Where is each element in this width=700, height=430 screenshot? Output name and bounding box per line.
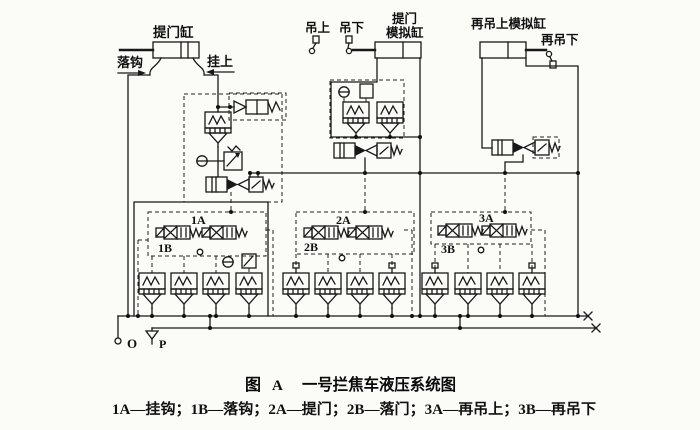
directional-valve-icon (491, 139, 561, 156)
solenoid-valve-3b-icon (437, 223, 484, 238)
hoist-up-label: 吊上 (305, 20, 331, 35)
cartridge-valve-icon (235, 272, 263, 309)
hoist-down-label: 吊下 (339, 21, 365, 35)
hang-up-annotation: 挂上 (206, 54, 235, 75)
drop-hook-annotation: 落钩 (117, 55, 146, 76)
door-lift-sim-label-2: 模拟缸 (386, 25, 424, 40)
rehoist-up-sim-cylinder: 再吊上模拟缸 (471, 16, 579, 317)
pressure-gauge-icon (222, 256, 234, 268)
cartridge-valve-icon (204, 111, 232, 148)
circuit-frame (133, 201, 269, 317)
right-pilot-assembly (491, 136, 561, 212)
valve-group-2: 2A 2B (295, 211, 415, 316)
valve-1b-label: 1B (158, 241, 172, 255)
limit-switch-icon (345, 35, 353, 44)
pilot-block-icon (359, 83, 374, 99)
solenoid-valve-2a-icon (347, 225, 394, 240)
caption-title: 一号拦焦车液压系统图 (302, 375, 456, 394)
valve-1a-label: 1A (191, 213, 206, 227)
vent-port-icon (338, 254, 346, 262)
limit-switch-icon (545, 50, 553, 58)
figure-legend: 1A—挂钩；1B—落钩；2A—提门；2B—落门；3A—再吊上；3B—再吊下 (112, 400, 596, 418)
cartridge-valve-icon (421, 272, 449, 309)
caption-figure-word: 图 (245, 376, 261, 394)
valve-2a-label: 2A (336, 213, 351, 227)
cartridge-valve-icon (518, 272, 546, 309)
cartridge-valve-icon (486, 272, 514, 309)
hang-up-label: 挂上 (207, 54, 233, 69)
port-p-label: P (159, 337, 166, 351)
cartridge-valve-icon (346, 272, 374, 309)
cartridge-valve-icon (138, 272, 166, 309)
port-p-icon (144, 330, 160, 341)
valve-group-3: 3A 3B (430, 211, 546, 316)
pilot-valve-icon (233, 99, 248, 115)
solenoid-valve-3a-icon (481, 223, 528, 238)
middle-pilot-assembly (329, 79, 421, 212)
valve-2b-label: 2B (304, 240, 318, 254)
cartridge-valve-icon (202, 272, 230, 309)
rehoist-up-sim-label: 再吊上模拟缸 (471, 16, 547, 31)
pressure-gauge-icon (338, 86, 350, 98)
directional-valve-icon (205, 176, 275, 193)
rehoist-down-switch: 再吊下 (541, 33, 579, 69)
door-lift-cylinder-label: 提门缸 (153, 24, 194, 40)
cartridge-valve-icon (376, 101, 404, 138)
vent-port-icon (477, 246, 485, 254)
valve-3b-label: 3B (441, 242, 455, 256)
valve-3a-label: 3A (479, 211, 494, 225)
door-lift-sim-label-1: 提门 (392, 11, 417, 26)
solenoid-valve-1b-icon (155, 225, 202, 240)
cartridge-valve-icon (314, 272, 342, 309)
junction-dots (126, 105, 580, 330)
relief-valve-icon (223, 151, 243, 171)
limit-switch-icon (312, 35, 320, 44)
hose-left (127, 57, 162, 317)
vent-port-icon (196, 248, 204, 256)
port-o-icon (114, 337, 122, 345)
cartridge-valve-icon (378, 272, 406, 309)
directional-valve-icon (333, 142, 403, 159)
solenoid-valve-1a-icon (201, 225, 248, 240)
cartridge-valve-row (138, 262, 546, 317)
solenoid-valve-2b-icon (303, 225, 350, 240)
cartridge-valve-icon (342, 101, 370, 138)
valve-group-1: 1A 1B (137, 211, 274, 316)
hoist-up-switch: 吊上 (305, 20, 331, 55)
hoist-down-switch: 吊下 (339, 21, 365, 55)
cartridge-valve-icon (454, 272, 482, 309)
door-lift-sim-cylinder: 提门 模拟缸 (330, 11, 424, 317)
caption-figure-letter: A (272, 378, 283, 394)
door-lift-cylinder: 提门缸 (118, 24, 219, 317)
drop-hook-label: 落钩 (117, 55, 143, 70)
cartridge-valve-icon (282, 272, 310, 309)
figure-caption: 图 A 一号拦焦车液压系统图 1A—挂钩；1B—落钩；2A—提门；2B—落门；3… (112, 375, 596, 418)
cartridge-valve-icon (170, 272, 198, 309)
pressure-gauge-icon (196, 155, 208, 167)
port-o-label: O (127, 336, 137, 351)
relief-valve-icon (241, 253, 257, 269)
bus-lines: O P (114, 311, 601, 351)
rehoist-down-label: 再吊下 (541, 33, 579, 47)
left-pilot-chain (183, 92, 287, 212)
